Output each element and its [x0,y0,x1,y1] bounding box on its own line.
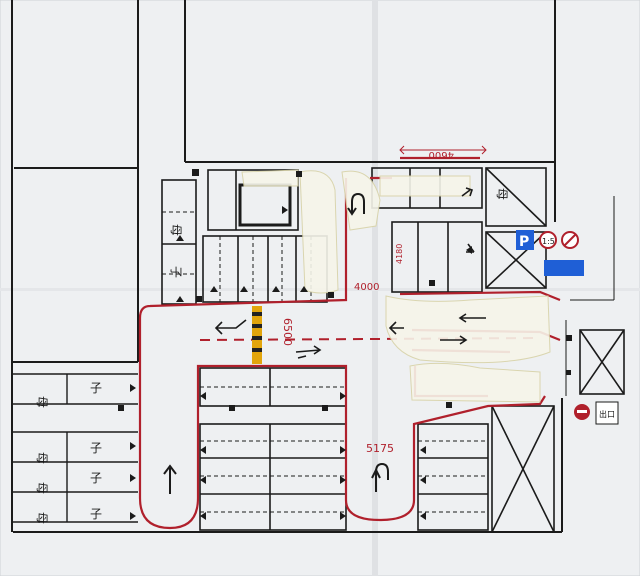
no-entry-icon [561,231,579,249]
spot-label-child: 子 [90,471,102,485]
blue-info-board [544,260,584,276]
dimension-top-width: 4600 [429,149,454,160]
dimension-aisle-width: 6500 [281,318,294,346]
u-turn-arrow-icon [347,192,365,216]
building-outline [11,0,563,533]
column-markers [118,169,572,411]
left-parking-block [13,373,138,523]
height-limit-icon: 1:5 [539,231,557,249]
parking-sign-icon: P [516,230,534,250]
exit-sign-label: 出口 [599,409,615,419]
lower-parking-block [199,329,625,533]
dimension-lower-aisle: 5175 [366,442,394,455]
direction-arrow-icon [214,187,486,359]
spot-label-child: 子 [90,441,102,455]
dimension-lines [399,145,487,155]
up-arrow-icon [163,464,177,494]
spot-label-mother: 母 [169,224,183,236]
spot-label-mother: 母 [35,396,49,408]
yellow-speed-bump [252,306,262,364]
dimension-annotations: 4600 4000 4180 6500 5175 [281,149,454,455]
u-turn-arrow-icon [371,462,389,492]
spot-labels: 母 子 母 子 母 子 母 子 母 子 母 [35,188,509,524]
dimension-ramp-width: 4000 [354,282,379,293]
exit-sign-icon: 出口 [595,401,619,425]
spot-label-mother: 母 [35,512,49,524]
exterior-lines [565,196,615,396]
spot-label-mother: 母 [495,188,509,200]
correction-fluid-patches [241,169,551,403]
parking-sign-letter: P [519,234,529,250]
spot-label-mother: 母 [35,452,49,464]
upper-parking-block [161,169,328,305]
height-limit-value: 1:5 [542,237,555,246]
spot-label-child: 子 [90,381,102,395]
no-entry-icon [574,404,590,420]
stall-dividers [162,211,488,513]
spot-label-child: 子 [169,266,183,278]
spot-label-child: 子 [90,507,102,521]
dimension-side-gap: 4180 [395,244,404,264]
spot-label-mother: 母 [35,482,49,494]
